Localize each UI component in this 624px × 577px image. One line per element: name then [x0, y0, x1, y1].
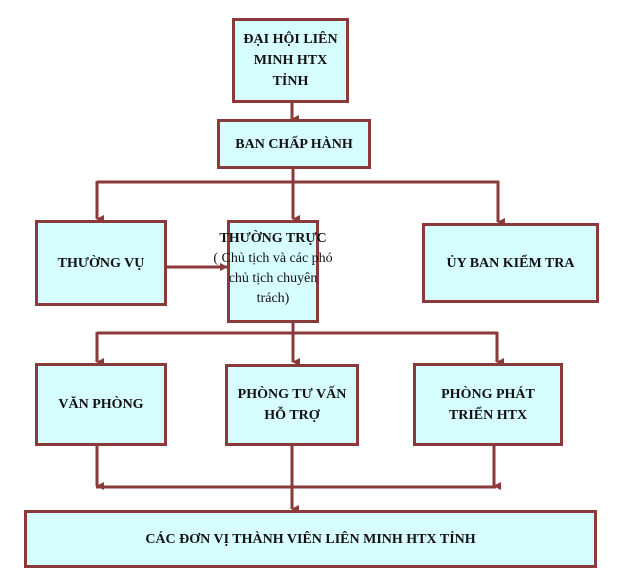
node-ban-chap-hanh: BAN CHẤP HÀNH	[217, 119, 371, 169]
node-phong-phat-trien-line-2: TRIỂN HTX	[448, 407, 528, 423]
node-thuong-vu: THƯỜNG VỤ	[35, 220, 167, 306]
node-phong-phat-trien-line-1: PHÒNG PHÁT	[441, 386, 535, 402]
node-van-phong: VĂN PHÒNG	[35, 363, 167, 446]
node-don-vi-thanh-vien: CÁC ĐƠN VỊ THÀNH VIÊN LIÊN MINH HTX TỈNH	[24, 510, 597, 568]
node-phong-tu-van-line-2: HỖ TRỢ	[264, 408, 320, 423]
node-thuong-truc-sub-2: chủ tịch chuyên	[228, 271, 318, 286]
node-thuong-truc: THƯỜNG TRỰC ( Chủ tịch và các phó chủ tị…	[213, 220, 333, 323]
node-uy-ban-kiem-tra: ỦY BAN KIỂM TRA	[422, 223, 599, 303]
node-thuong-truc-sub-1: ( Chủ tịch và các phó	[213, 251, 333, 266]
node-thuong-truc-sub-3: trách)	[256, 291, 290, 306]
node-dai-hoi: ĐẠI HỘI LIÊN MINH HTX TỈNH	[232, 18, 349, 103]
node-dai-hoi-line-1: ĐẠI HỘI LIÊN	[243, 32, 338, 47]
node-dai-hoi-line-3: TỈNH	[272, 74, 309, 89]
node-uy-ban-kiem-tra-label: ỦY BAN KIỂM TRA	[446, 255, 575, 271]
node-van-phong-label: VĂN PHÒNG	[58, 397, 144, 412]
node-phong-phat-trien: PHÒNG PHÁT TRIỂN HTX	[413, 363, 563, 446]
node-thuong-vu-label: THƯỜNG VỤ	[57, 255, 145, 271]
node-ban-chap-hanh-label: BAN CHẤP HÀNH	[235, 136, 353, 152]
node-don-vi-thanh-vien-label: CÁC ĐƠN VỊ THÀNH VIÊN LIÊN MINH HTX TỈNH	[145, 531, 476, 547]
node-phong-tu-van-line-1: PHÒNG TƯ VẤN	[237, 387, 347, 402]
node-thuong-truc-title: THƯỜNG TRỰC	[219, 231, 327, 246]
node-phong-tu-van: PHÒNG TƯ VẤN HỖ TRỢ	[225, 364, 359, 446]
node-dai-hoi-line-2: MINH HTX	[253, 53, 328, 68]
